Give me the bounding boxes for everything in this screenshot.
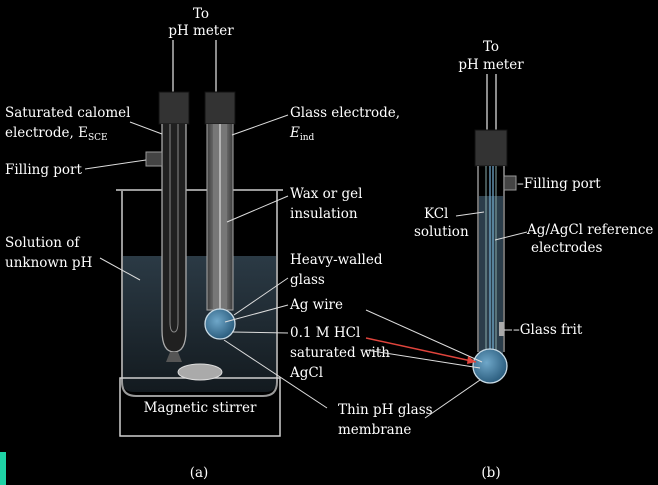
- glass-electrode-label-line2: Eind: [289, 125, 315, 143]
- leader-hcl-red: [365, 337, 477, 363]
- frit-label: –Glass frit: [513, 322, 583, 338]
- kcl-label-line1: KCl: [424, 206, 448, 222]
- leader-sce: [129, 121, 163, 135]
- sce-label-line1: Saturated calomel: [5, 105, 130, 121]
- filling-port-knob-b: [503, 175, 517, 191]
- leader-hcl-b: [365, 349, 481, 369]
- filling-port-label-a: Filling port: [5, 162, 82, 178]
- combo-cap: [474, 129, 508, 167]
- to-meter-label-a-line1: To: [193, 6, 209, 22]
- leader-ref: [494, 231, 528, 241]
- wax-label-line2: insulation: [290, 206, 358, 222]
- leader-membrane-b: [424, 379, 481, 419]
- filling-port-label-b: –Filling port: [517, 176, 601, 192]
- leader-heavy-glass: [233, 277, 289, 316]
- leader-kcl: [455, 211, 485, 217]
- hcl-label-line3: AgCl: [289, 365, 323, 381]
- wax-label-line1: Wax or gel: [290, 186, 362, 202]
- heavy-glass-label-line2: glass: [290, 272, 325, 288]
- leader-filling-port: [84, 159, 147, 170]
- sce-label-line2: electrode, ESCE: [5, 125, 108, 143]
- panel-a: To pH meter Saturated calomel electrode,…: [5, 6, 433, 481]
- glass-frit: [499, 322, 504, 336]
- to-meter-label-b-line2: pH meter: [458, 57, 524, 73]
- leader-ag-wire-b: [365, 309, 483, 363]
- sce-body: [161, 124, 187, 353]
- leader-hcl: [231, 331, 289, 334]
- stir-bar: [177, 363, 223, 381]
- glass-electrode-label-line1: Glass electrode,: [290, 105, 400, 121]
- glass-electrode-cap: [204, 91, 236, 125]
- panel-b: To pH meter –Filling port KCl solution A…: [365, 39, 653, 481]
- membrane-label-line2: membrane: [338, 422, 411, 438]
- sce-tip: [166, 352, 182, 362]
- sce-cap: [158, 91, 190, 125]
- leader-ag-wire: [224, 304, 289, 323]
- combo-bulb: [472, 348, 508, 384]
- kcl-label-line2: solution: [414, 224, 469, 240]
- leader-glass: [231, 114, 289, 136]
- caption-b: (b): [481, 465, 500, 481]
- leader-solution: [99, 257, 141, 281]
- caption-a: (a): [190, 465, 209, 481]
- hcl-label-line2: saturated with: [290, 345, 390, 361]
- heavy-glass-label-line1: Heavy-walled: [290, 252, 383, 268]
- ref-label-line1: Ag/AgCl reference: [526, 222, 653, 238]
- glass-bulb: [204, 308, 236, 340]
- ref-label-line2: electrodes: [531, 240, 602, 256]
- arrowhead-red: [467, 356, 476, 364]
- solution-label-line2: unknown pH: [5, 255, 93, 271]
- beaker-wall: [121, 190, 278, 397]
- ag-wire-label: Ag wire: [289, 297, 343, 313]
- beaker-solution: [122, 256, 277, 392]
- sce-inner-tube: [169, 124, 179, 333]
- combo-inner-tube: [485, 166, 497, 355]
- hcl-label-line1: 0.1 M HCl: [290, 325, 360, 341]
- to-meter-label-a-line2: pH meter: [168, 23, 234, 39]
- solution-label-line1: Solution of: [5, 235, 80, 251]
- teal-edge-marker: [0, 452, 6, 485]
- combo-outer-body: [477, 166, 505, 352]
- stirrer-label: Magnetic stirrer: [144, 400, 257, 416]
- leader-wax: [226, 195, 289, 223]
- membrane-label-line1: Thin pH glass: [338, 402, 433, 418]
- to-meter-label-b-line1: To: [483, 39, 499, 55]
- filling-port-knob: [145, 151, 163, 167]
- leader-membrane: [223, 339, 328, 409]
